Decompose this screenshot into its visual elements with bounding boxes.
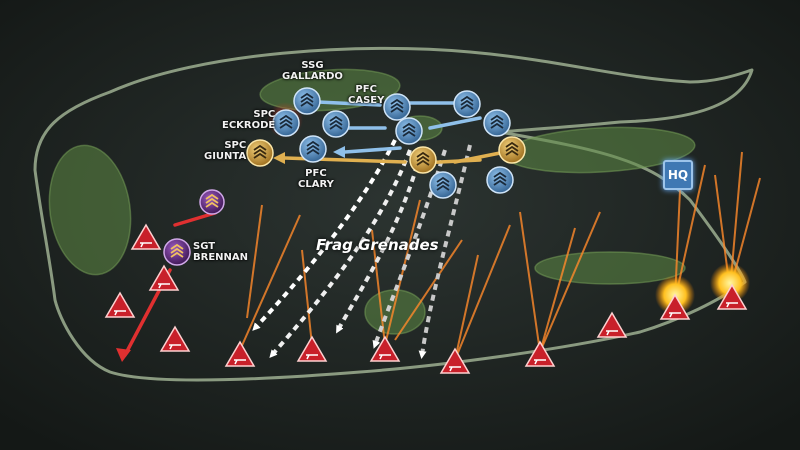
- rank-chevron-icon: [293, 87, 321, 115]
- unit-name: BRENNAN: [193, 252, 248, 263]
- terrain-outline: [33, 46, 754, 382]
- unit-rank: PFC: [355, 84, 377, 95]
- unit-name: CLARY: [298, 179, 334, 190]
- rank-chevron-icon: [322, 110, 350, 138]
- unit-label-clary: PFC CLARY: [298, 168, 334, 190]
- unit-name: CASEY: [348, 95, 385, 106]
- rank-chevron-icon: [299, 135, 327, 163]
- unit-label-giunta: SPC GIUNTA: [204, 140, 246, 162]
- frag-grenade-arrows: [252, 139, 472, 359]
- frag-grenades-label: Frag Grenades: [316, 236, 439, 254]
- hq-icon: HQ: [663, 160, 693, 190]
- enemy-positions: [104, 223, 748, 374]
- enemy-triangle-icon: [130, 223, 162, 250]
- unit-rank: SGT: [193, 241, 216, 252]
- enemy-triangle-icon: [596, 311, 628, 338]
- enemy-triangle-icon: [104, 291, 136, 318]
- enemy-fire: [239, 151, 761, 361]
- muzzle-glow: [710, 263, 750, 303]
- enemy-triangle-icon: [716, 283, 748, 310]
- enemy-triangle-icon: [369, 335, 401, 362]
- enemy-triangle-icon: [524, 340, 556, 367]
- enemy-triangle-icon: [148, 264, 180, 291]
- unit-label-brennan: SGT BRENNAN: [193, 241, 248, 263]
- enemy-triangle-icon: [224, 340, 256, 367]
- unit-rank: SPC: [253, 109, 276, 120]
- unit-rank: SSG: [301, 60, 324, 71]
- rank-chevron-icon: [395, 117, 423, 145]
- rank-chevron-icon: [272, 109, 300, 137]
- rank-chevron-icon: [383, 93, 411, 121]
- unit-name: GALLARDO: [282, 71, 343, 82]
- rank-chevron-icon: [483, 109, 511, 137]
- unit-label-casey: PFC CASEY: [348, 84, 384, 106]
- rank-chevron-icon: [163, 238, 191, 266]
- rank-chevron-icon: [498, 136, 526, 164]
- unit-name: ECKRODE: [222, 120, 276, 131]
- unit-rank: PFC: [305, 168, 327, 179]
- rank-chevron-icon: [199, 189, 225, 215]
- unit-name: GIUNTA: [204, 151, 247, 162]
- rank-chevron-icon: [246, 139, 274, 167]
- unit-label-gallardo: SSG GALLARDO: [282, 60, 343, 82]
- rank-chevron-icon: [453, 90, 481, 118]
- friendly-units: [163, 87, 526, 266]
- unit-rank: SPC: [224, 140, 247, 151]
- rank-chevron-icon: [486, 166, 514, 194]
- enemy-triangle-icon: [296, 335, 328, 362]
- enemy-triangle-icon: [159, 325, 191, 352]
- rank-chevron-icon: [409, 146, 437, 174]
- rank-chevron-icon: [429, 171, 457, 199]
- enemy-triangle-icon: [659, 293, 691, 320]
- enemy-triangle-icon: [439, 347, 471, 374]
- unit-label-eckrode: SPC ECKRODE: [222, 109, 275, 131]
